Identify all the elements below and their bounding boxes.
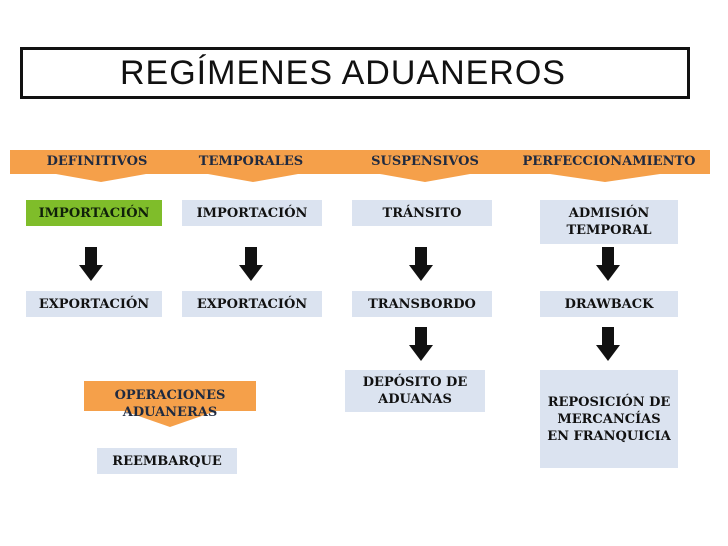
perfeccionamiento-drawback-box: DRAWBACK — [540, 291, 678, 317]
category-suspensivos: SUSPENSIVOS — [371, 154, 479, 169]
definitivos-importacion-box: IMPORTACIÓN — [26, 200, 162, 226]
temporales-importacion-box: IMPORTACIÓN — [182, 200, 322, 226]
down-arrow-icon — [239, 247, 263, 281]
operaciones-banner — [84, 381, 256, 427]
title-box: REGÍMENES ADUANEROS — [20, 47, 690, 99]
temporales-exportacion-box: EXPORTACIÓN — [182, 291, 322, 317]
category-banner — [10, 150, 710, 182]
down-arrow-icon — [79, 247, 103, 281]
suspensivos-transito-box: TRÁNSITO — [352, 200, 492, 226]
definitivos-exportacion-box: EXPORTACIÓN — [26, 291, 162, 317]
perfeccionamiento-reposicion-box: REPOSICIÓN DE MERCANCÍAS EN FRANQUICIA — [540, 370, 678, 468]
down-arrow-icon — [596, 247, 620, 281]
category-temporales: TEMPORALES — [198, 154, 304, 169]
operaciones-label: OPERACIONES ADUANERAS — [114, 388, 226, 420]
down-arrow-icon — [409, 327, 433, 361]
page-title: REGÍMENES ADUANEROS — [120, 53, 566, 92]
suspensivos-deposito-box: DEPÓSITO DE ADUANAS — [345, 370, 485, 412]
category-perfeccionamiento: PERFECCIONAMIENTO — [522, 154, 696, 169]
down-arrow-icon — [409, 247, 433, 281]
category-definitivos: DEFINITIVOS — [46, 154, 148, 169]
suspensivos-transbordo-box: TRANSBORDO — [352, 291, 492, 317]
reembarque-box: REEMBARQUE — [97, 448, 237, 474]
perfeccionamiento-admision-box: ADMISIÓN TEMPORAL — [540, 200, 678, 244]
down-arrow-icon — [596, 327, 620, 361]
